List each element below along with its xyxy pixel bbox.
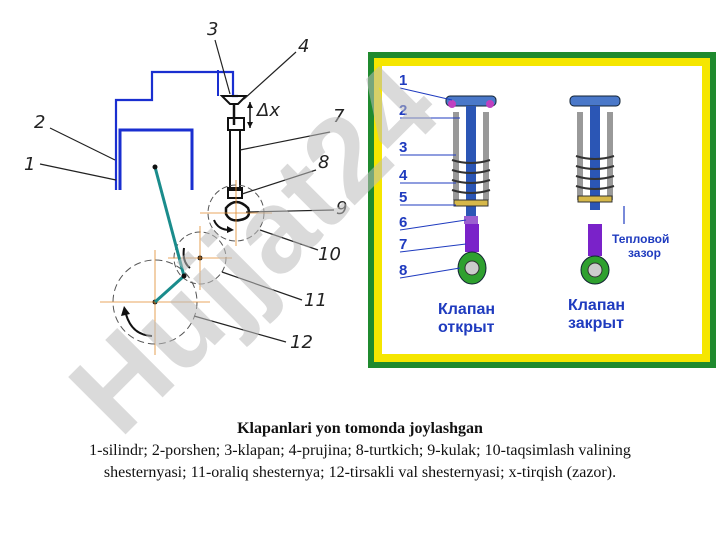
closed-valve <box>569 95 625 285</box>
gap-caption-line2: зазор <box>628 246 661 260</box>
gap-caption-line1: Тепловой <box>612 232 669 246</box>
closed-caption-line1: Клапан <box>568 297 625 314</box>
caption-title: Klapanlari yon tomonda joylashgan <box>237 420 483 437</box>
tappet-cap <box>227 117 245 131</box>
engine-schematic: 1 2 3 4 7 8 9 10 11 12 Δx <box>24 19 347 355</box>
open-valve <box>445 95 497 285</box>
open-caption-line1: Клапан <box>438 301 495 318</box>
tappet-foot <box>227 187 243 199</box>
label-12: 12 <box>290 332 313 353</box>
label-2: 2 <box>34 112 45 133</box>
delta-x-label: Δx <box>255 100 280 121</box>
panel-label-8: 8 <box>399 262 407 279</box>
label-4: 4 <box>298 36 309 57</box>
label-7: 7 <box>333 106 345 127</box>
figure-caption: Klapanlari yon tomonda joylashgan 1-sili… <box>0 418 720 484</box>
label-9: 9 <box>336 198 347 219</box>
crank-arm <box>153 274 186 304</box>
panel-label-lines <box>399 87 467 279</box>
panel-label-7: 7 <box>399 236 407 253</box>
panel-label-4: 4 <box>399 167 408 184</box>
closed-caption-line2: закрыт <box>568 315 624 332</box>
panel-label-3: 3 <box>399 139 407 156</box>
label-3: 3 <box>207 19 218 40</box>
panel-label-6: 6 <box>399 214 407 231</box>
leader-lines <box>39 39 335 343</box>
intermediate-gear <box>168 226 232 290</box>
caption-line-2: shesternyasi; 11-oraliq shesternya; 12-t… <box>103 464 617 481</box>
label-11: 11 <box>304 290 327 311</box>
cam <box>200 180 272 246</box>
panel-label-1: 1 <box>399 72 407 89</box>
valve-photo-panel: 1 2 3 4 5 6 7 8 Клапан открыт Клапан зак… <box>368 52 716 368</box>
label-8: 8 <box>318 152 329 173</box>
valve-head <box>219 95 249 105</box>
piston <box>118 128 194 190</box>
label-10: 10 <box>318 244 341 265</box>
panel-label-5: 5 <box>399 189 407 206</box>
open-caption-line2: открыт <box>438 319 495 336</box>
label-1: 1 <box>24 154 35 175</box>
connecting-rod <box>153 166 186 277</box>
tappet <box>229 129 241 191</box>
caption-line-1: 1-silindr; 2-porshen; 3-klapan; 4-prujin… <box>89 442 631 459</box>
panel-label-2: 2 <box>399 102 407 119</box>
